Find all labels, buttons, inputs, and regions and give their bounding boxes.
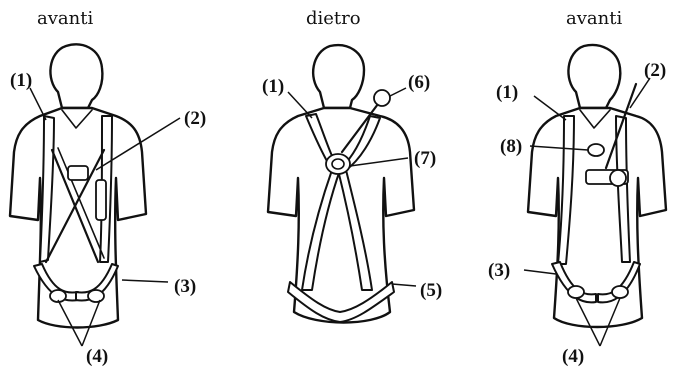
seat-strap-back [287,281,395,323]
leader-7-back [349,157,409,167]
caption-front-left: avanti [37,8,93,29]
leader-1-front-right [533,95,567,121]
leader-3-front-left [121,279,169,283]
label-5-back: (5) [420,280,442,301]
collar-front-right [579,109,611,129]
label-1-front-left: (1) [10,70,32,91]
leader-2-front-right [629,77,651,109]
shoulder-strap-left [39,115,55,263]
label-4-front-right: (4) [562,346,584,367]
label-6-back: (6) [408,72,430,93]
leg-buckle-right-b [611,285,629,299]
leader-1-front-left [29,87,47,121]
dorsal-ring [325,153,351,175]
collar-front-left [61,109,93,129]
head-front-left [49,43,104,110]
leader-1-back [287,91,313,119]
label-7-back: (7) [414,148,436,169]
leader-5-back [391,283,417,287]
chest-clip-front-right [609,169,627,187]
label-1-front-right: (1) [496,82,518,103]
head-front-right [567,43,622,110]
lanyard-back [340,102,380,154]
label-3-front-right: (3) [488,260,510,281]
leg-loop-right-a [551,261,597,304]
leader-4b-front-right [599,297,621,347]
chest-buckle-front-left [67,165,89,181]
lanyard-connector [373,89,391,107]
label-2-front-left: (2) [184,108,206,129]
leader-6-back [389,87,407,97]
label-3-front-left: (3) [174,276,196,297]
label-4-front-left: (4) [86,346,108,367]
label-1-back: (1) [262,76,284,97]
leg-buckle-front-left-a [49,289,67,303]
leader-3-front-right [523,269,557,275]
chest-cross-strap-b [44,148,106,264]
leader-4a-front-right [575,297,601,347]
shoulder-strap-right-b [615,115,631,263]
leader-4a-front-left [57,299,83,347]
leg-buckle-right-a [567,285,585,299]
leader-4b-front-left [81,299,101,347]
lanyard-front-right [604,82,638,170]
shoulder-strap-right-a [557,115,575,265]
dorsal-ring-inner [331,158,345,170]
side-buckle-front-left [95,179,107,221]
figure-front-right: avanti (1) (2) (8) (3) (4) [488,8,668,367]
head-back [311,43,366,110]
chest-ring-front-right [587,143,605,157]
leader-2-front-left [95,117,181,171]
caption-back: dietro [306,8,361,29]
chest-cross-strap-c [57,147,105,259]
leader-8-front-right [529,145,589,151]
figure-front-left: avanti (1) (2) (3) (4) [8,8,206,367]
leg-buckle-front-left-b [87,289,105,303]
caption-front-right: avanti [566,8,622,29]
figure-back: dietro (1) (6) (7) (5) [262,8,442,324]
label-2-front-right: (2) [644,60,666,81]
label-8-front-right: (8) [500,136,522,157]
